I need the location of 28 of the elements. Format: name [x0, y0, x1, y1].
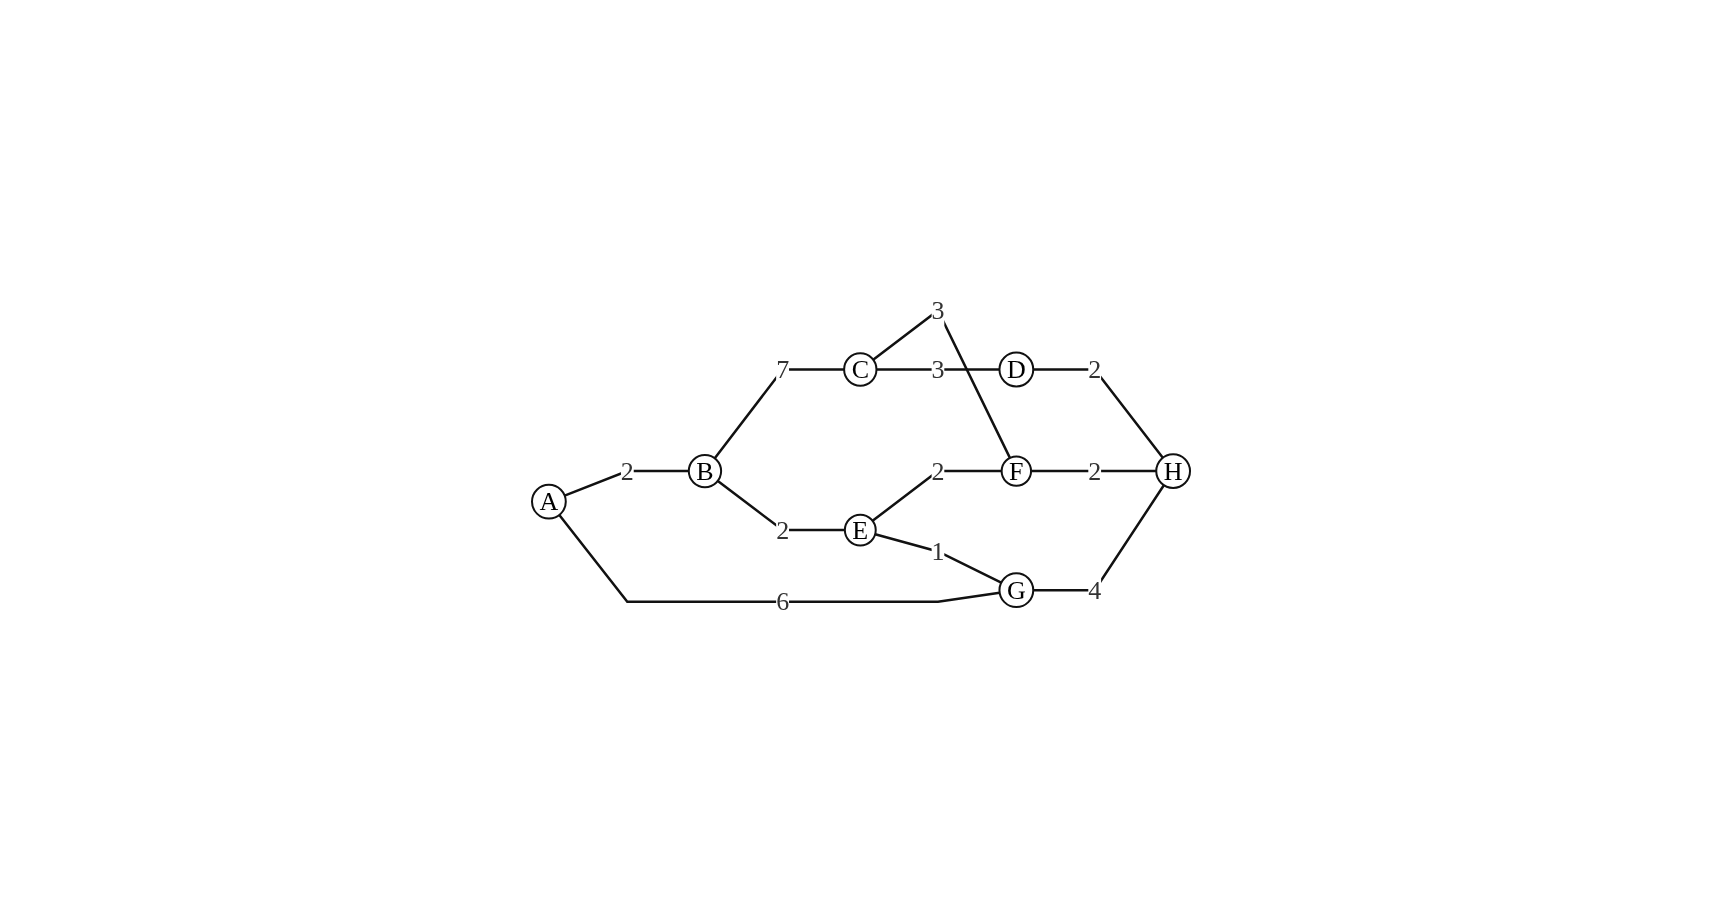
node-circle: B: [688, 454, 723, 489]
edge-label: 1: [931, 537, 945, 567]
connector: [564, 470, 690, 498]
connector: [875, 533, 1003, 585]
edge-label: 4: [1088, 576, 1102, 606]
edge-label: 7: [776, 355, 790, 385]
connector: [714, 368, 845, 460]
node-circle: H: [1155, 453, 1192, 490]
connector: [1033, 368, 1165, 459]
node-circle: C: [843, 352, 878, 388]
node-circle: D: [998, 351, 1035, 388]
edge-label: 2: [776, 515, 790, 545]
connector: [872, 470, 1003, 523]
node-circle: E: [844, 514, 878, 547]
edge-label: 2: [621, 456, 635, 486]
node-circle: G: [998, 572, 1035, 609]
connector: [717, 480, 846, 532]
edge-label: 2: [1088, 456, 1102, 486]
node-circle: F: [1001, 455, 1033, 488]
connector: [1033, 484, 1166, 592]
edge-label: 3: [931, 355, 945, 385]
edge-label: 6: [776, 587, 790, 617]
edge-label: 2: [1088, 355, 1102, 385]
edge-label: 3: [931, 296, 945, 326]
connector: [876, 368, 1000, 372]
edge-label: 2: [931, 456, 945, 486]
node-circle: A: [531, 484, 568, 520]
connector: [1031, 470, 1157, 473]
